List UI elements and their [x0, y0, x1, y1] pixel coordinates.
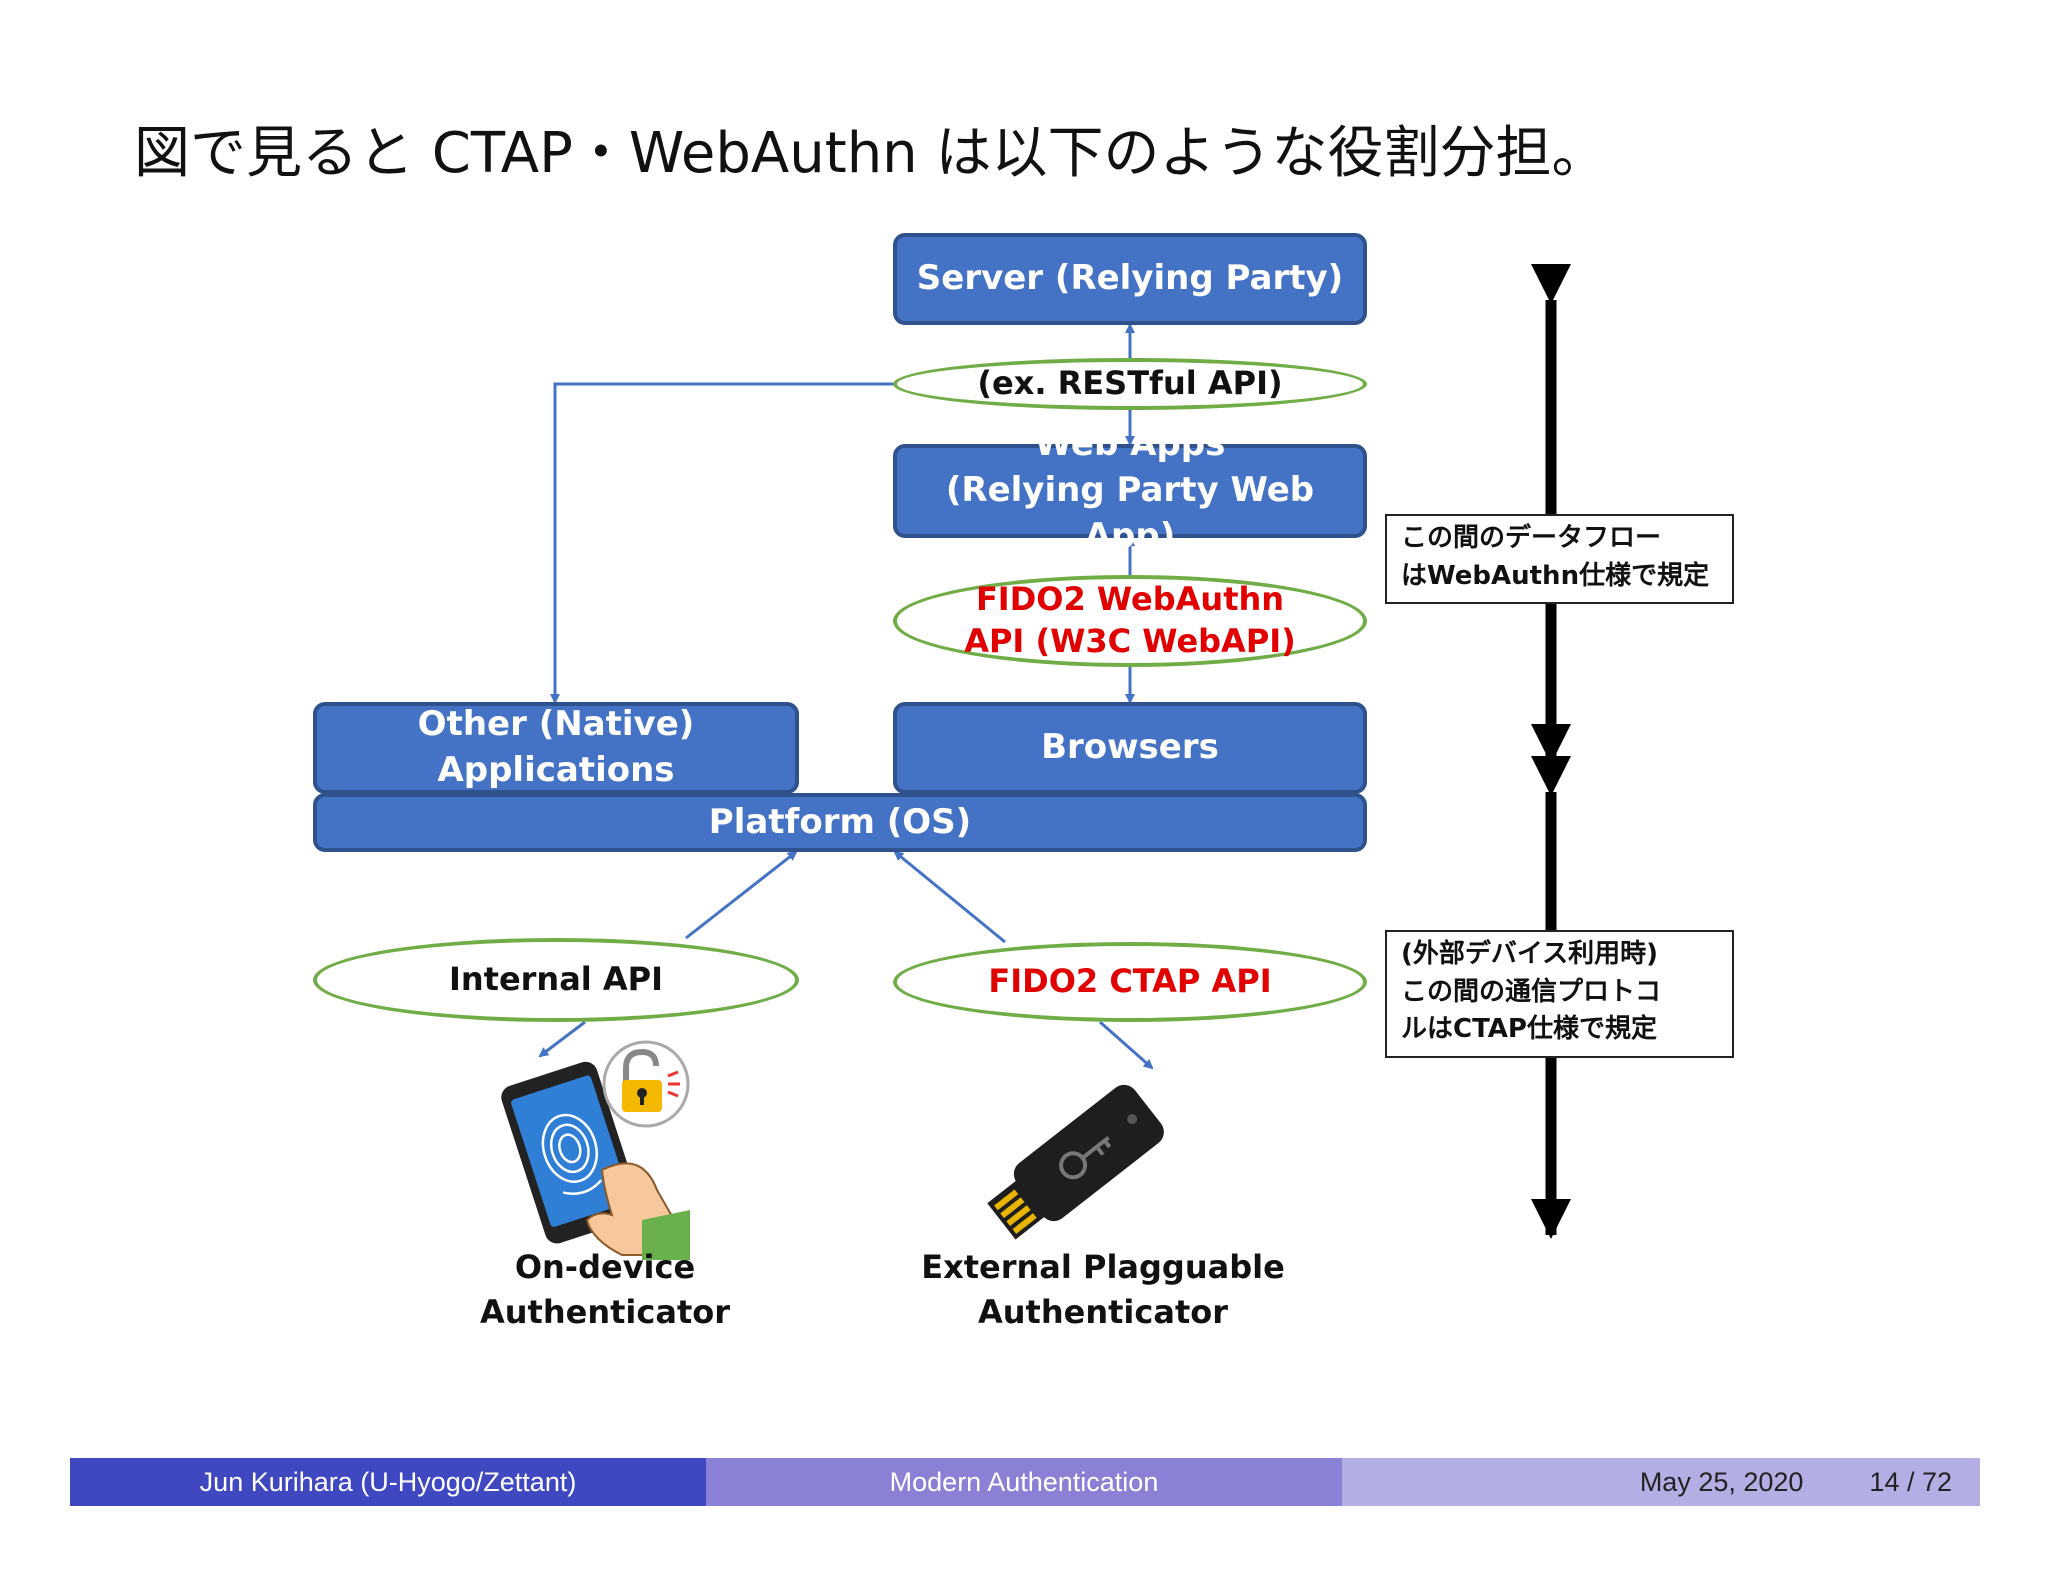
usb-security-key-icon [987, 1084, 1164, 1240]
external-authenticator-caption: External Plagguable Authenticator [921, 1248, 1285, 1331]
connector-restful-to-native-apps [550, 382, 894, 704]
fido2-webauthn-api-oval: FIDO2 WebAuthn API (W3C WebAPI) [893, 575, 1367, 667]
footer-author: Jun Kurihara (U-Hyogo/Zettant) [70, 1458, 706, 1506]
ctap-spec-note: (外部デバイス利用時) この間の通信プロトコ ルはCTAP仕様で規定 [1385, 930, 1734, 1058]
slide-title: 図で見ると CTAP・WebAuthn は以下のような役割分担。 [134, 121, 1608, 186]
unlocked-padlock-icon [602, 1040, 690, 1128]
footer-author-text: Jun Kurihara (U-Hyogo/Zettant) [199, 1466, 577, 1497]
footer-title: Modern Authentication [706, 1458, 1342, 1506]
connector-internal-api-to-platform [685, 850, 798, 940]
smartphone-fingerprint-icon [501, 1061, 690, 1260]
connector-ctap-to-platform [893, 850, 1006, 944]
footer-bar: Jun Kurihara (U-Hyogo/Zettant) Modern Au… [70, 1458, 1980, 1506]
footer-date-page: May 25, 2020 14 / 72 [1342, 1458, 1980, 1506]
browsers-box: Browsers [893, 702, 1367, 794]
webauthn-spec-note: この間のデータフロー はWebAuthn仕様で規定 [1385, 514, 1734, 604]
native-applications-box: Other (Native) Applications [313, 702, 799, 794]
connector-internal-api-to-device [538, 1020, 586, 1058]
footer-page-number: 14 / 72 [1869, 1466, 1952, 1497]
footer-title-text: Modern Authentication [889, 1466, 1159, 1497]
restful-api-oval: (ex. RESTful API) [893, 358, 1367, 410]
platform-os-box: Platform (OS) [313, 793, 1367, 852]
connector-ctap-to-key [1099, 1020, 1154, 1070]
footer-date: May 25, 2020 [1639, 1466, 1804, 1497]
on-device-authenticator-caption: On-device Authenticator [480, 1248, 730, 1331]
web-apps-box: Web Apps (Relying Party Web App) [893, 424, 1367, 556]
server-relying-party-box: Server (Relying Party) [893, 233, 1367, 325]
internal-api-oval: Internal API [313, 938, 799, 1022]
fido2-ctap-api-oval: FIDO2 CTAP API [893, 942, 1367, 1022]
